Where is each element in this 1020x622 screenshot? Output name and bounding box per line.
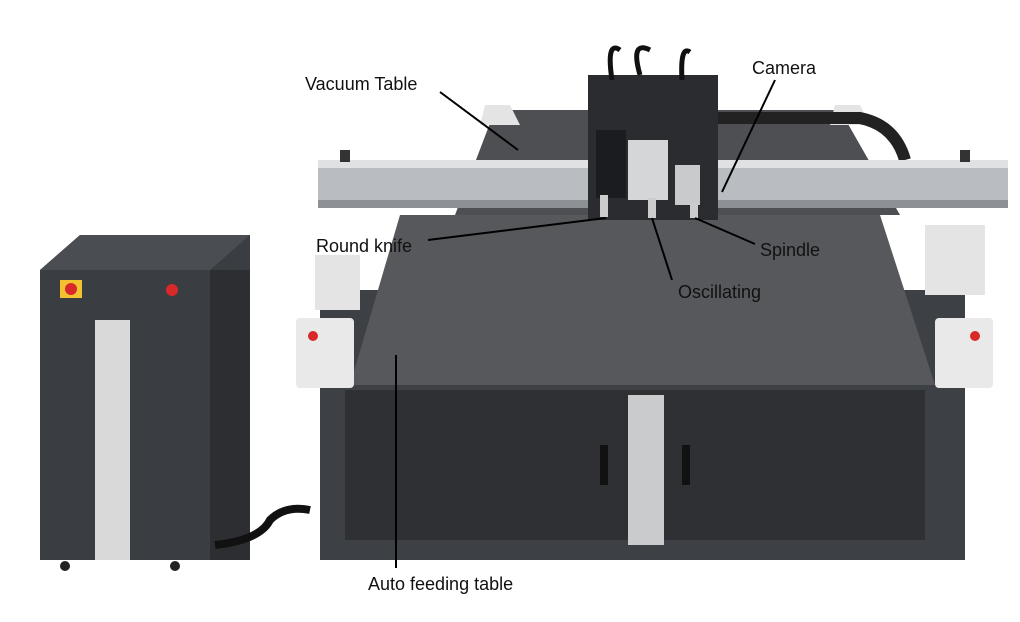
cable-conduit [214, 504, 311, 549]
label-round-knife: Round knife [316, 236, 413, 256]
left-roller-housing [296, 318, 354, 388]
label-spindle: Spindle [760, 240, 821, 260]
door-handle-left [600, 445, 608, 485]
label-auto-feeding-table: Auto feeding table [368, 574, 514, 594]
right-roller-housing [935, 318, 993, 388]
cabinet-handle-panel [95, 320, 130, 560]
control-cabinet [40, 235, 250, 560]
label-oscillating: Oscillating [678, 282, 762, 302]
label-vacuum-table: Vacuum Table [305, 74, 418, 94]
label-camera: Camera [752, 58, 817, 78]
center-panel [628, 395, 664, 545]
auto-feeding-table [350, 215, 935, 385]
door-handle-right [682, 445, 690, 485]
leader-lines [395, 79, 776, 568]
